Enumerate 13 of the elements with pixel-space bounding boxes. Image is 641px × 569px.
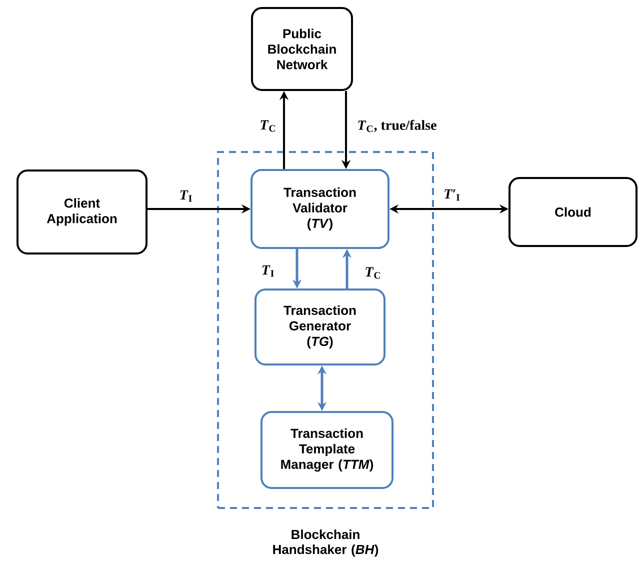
process-box: Public Blockchain Network bbox=[251, 6, 353, 91]
edge-label: T$_{I}$ bbox=[260, 264, 276, 278]
edge-label: T$_{C}$, true/false bbox=[356, 118, 438, 134]
edge-label: T$_{C}$ bbox=[364, 266, 382, 280]
process-box: Transaction Template Manager (TTM) bbox=[260, 410, 394, 489]
process-box: Transaction Generator (TG) bbox=[254, 288, 386, 366]
process-box: Cloud bbox=[508, 176, 638, 247]
process-box: Transaction Validator (TV) bbox=[250, 168, 390, 249]
edge-label: T′$_{I}$ bbox=[442, 188, 462, 202]
node-label: Blockchain Handshaker (BH) bbox=[273, 530, 378, 557]
process-box: Client Application bbox=[16, 170, 148, 254]
edge-label: T$_{I}$ bbox=[178, 189, 194, 203]
edge-label: T$_{C}$ bbox=[258, 119, 278, 133]
